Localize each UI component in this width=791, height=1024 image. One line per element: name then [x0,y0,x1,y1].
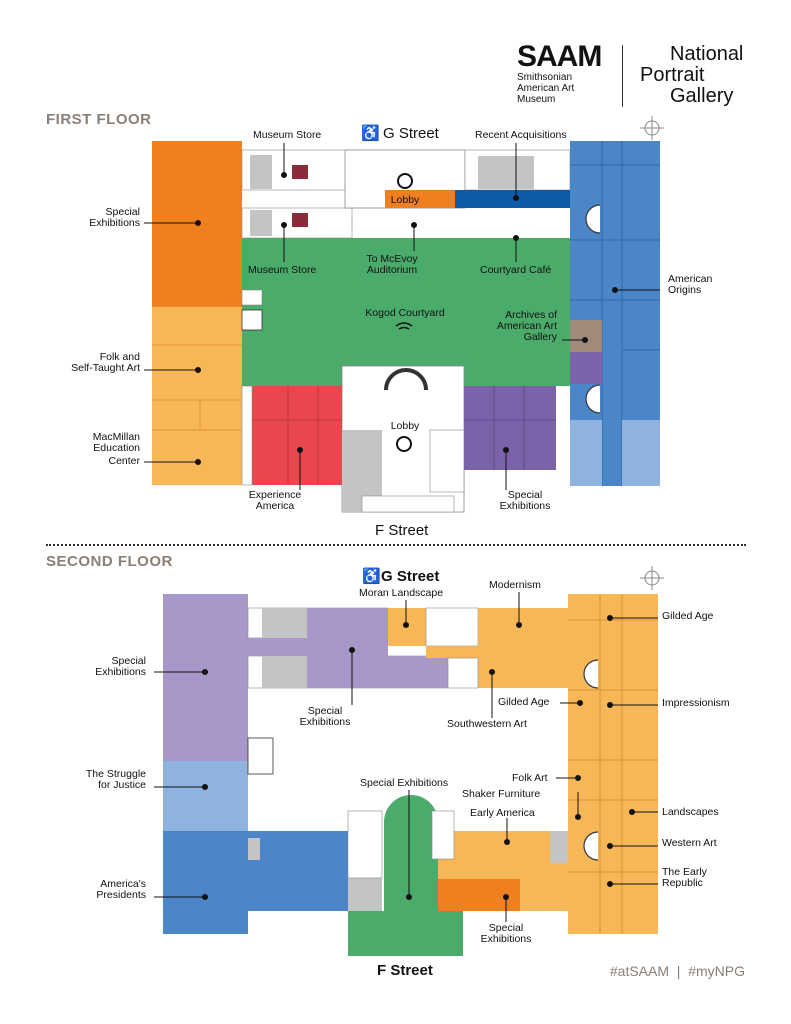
sf-accessible-icon: ♿ [362,568,381,585]
sf-special-left-2: Exhibitions [95,666,146,678]
ff-macmillan-2: Education [93,442,140,454]
sf-shaker: Shaker Furniture [462,788,541,800]
compass-icon-sf [640,566,664,590]
sf-moran: Moran Landscape [359,587,444,599]
info-icon-top [397,173,413,189]
sf-special-bottom-1: Special [488,922,524,934]
ff-street-bottom: F Street [375,522,429,539]
sf-special-exhibitions-center [348,911,463,956]
sf-impressionism: Impressionism [662,697,730,709]
ff-special-left-1: Special [105,206,140,218]
ff-courtyard-label: Kogod Courtyard [365,307,445,319]
saam-sub-3: Museum [517,94,556,105]
gift-icon-top [292,165,308,179]
gift-icon-mid [292,213,308,227]
npg-logo-1: National [670,43,744,65]
ff-street-top: G Street [383,125,439,142]
ff-courtyard-cafe: Courtyard Café [480,264,552,276]
sf-gilded-age-mid: Gilded Age [498,696,550,708]
saam-sub-1: Smithsonian [517,72,573,83]
sf-struggle-1: The Struggle [85,768,146,780]
ff-recent-acquisitions-label: Recent Acquisitions [475,129,567,141]
ff-macmillan-1: MacMillan [92,431,140,443]
ff-folk-2: Self-Taught Art [71,362,140,374]
sf-early-america: Early America [470,807,535,819]
saam-sub-2: American Art [517,83,575,94]
sf-presidents-1: America's [100,878,146,890]
first-floor-map [144,116,664,513]
ff-museum-store-top: Museum Store [253,129,322,141]
sf-special-mid-2: Exhibitions [299,716,351,728]
sf-gilded-age-right: Gilded Age [662,610,714,622]
saam-logo-text: SAAM [517,40,602,73]
sf-presidents-2: Presidents [96,889,146,901]
ff-archives-1: Archives of [505,309,557,321]
ff-mcevoy-1: To McEvoy [366,253,418,265]
sf-street-bottom: F Street [377,962,433,979]
ff-experience-1: Experience [248,489,302,501]
sf-early-republic-1: The Early [662,866,707,878]
sf-struggle-2: for Justice [98,779,146,791]
sf-western-art: Western Art [662,837,717,849]
ff-lobby-bottom: Lobby [390,420,420,432]
ff-special-bottom-2: Exhibitions [499,500,551,512]
wifi-icon [395,322,413,330]
second-floor-title: SECOND FLOOR [46,553,173,570]
sf-modernism [478,608,568,646]
sf-modernism-label: Modernism [489,579,541,591]
npg-logo-3: Gallery [670,85,734,107]
ff-special-left-2: Exhibitions [89,217,140,229]
npg-logo-2: Portrait [640,64,705,86]
sf-street-top: G Street [381,568,440,585]
sf-special-bottom-2: Exhibitions [480,933,532,945]
ff-archives-2: American Art [496,320,557,332]
ff-experience-america [252,386,342,485]
sf-special-exhibitions-left [163,594,248,761]
npg-logo: National Portrait Gallery [640,44,743,107]
ff-accessible-icon: ♿ [361,125,380,142]
info-icon-bottom [396,436,412,452]
compass-icon-ff [640,116,664,140]
ff-american-origins-1: American [668,273,713,285]
sf-early-republic-2: Republic [662,877,703,889]
ff-mcevoy-2: Auditorium [366,264,418,276]
ff-lobby-top: Lobby [390,194,420,206]
sf-struggle-for-justice [163,761,248,831]
ff-special-exhibitions-bottom [464,386,556,470]
ff-kogod-courtyard [242,238,570,386]
ff-recent-acquisitions [455,190,570,208]
first-floor-title: FIRST FLOOR [46,111,152,128]
ff-folk-1: Folk and [99,351,140,363]
saam-logo: SAAM Smithsonian American Art Museum [517,40,602,106]
ff-folk-art-area [152,307,242,485]
footer-hashtags: #atSAAM | #myNPG [609,963,745,979]
ff-archives-gallery [570,320,602,352]
ff-museum-store-mid: Museum Store [248,264,317,276]
sf-folk-art: Folk Art [512,772,548,784]
sf-special-mid-1: Special [307,705,343,717]
ff-american-origins-2: Origins [668,284,702,296]
sf-southwestern: Southwestern Art [447,718,527,730]
sf-special-center: Special Exhibitions [360,777,449,789]
ff-macmillan-3: Center [108,455,140,467]
ff-archives-3: Gallery [523,331,557,343]
sf-landscapes: Landscapes [662,806,719,818]
floor-divider [46,544,746,546]
sf-right-wing [568,594,658,934]
ff-experience-2: America [255,500,295,512]
ff-special-bottom-1: Special [507,489,543,501]
sf-americas-presidents [163,831,248,934]
sf-special-left-1: Special [111,655,146,667]
logo-separator [622,45,623,107]
